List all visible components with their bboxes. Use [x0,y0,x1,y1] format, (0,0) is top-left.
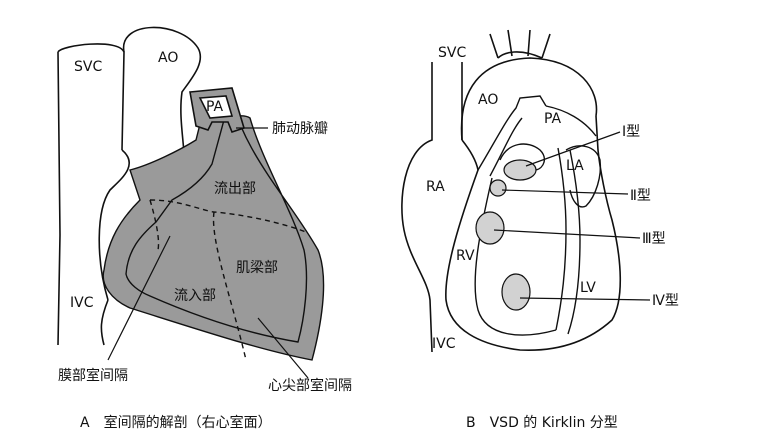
label-a-pa: PA [206,99,224,115]
panel-b-diagram [401,29,622,353]
aorta-vessel [123,26,202,169]
label-a-ivc: IVC [70,295,94,311]
label-a-outflow: 流出部 [214,181,256,197]
label-b-ra: RA [426,179,445,195]
caption-a: A 室间隔的解剖（右心室面） [80,414,272,431]
defect-type-4 [501,273,531,311]
label-type-3: Ⅲ型 [642,231,666,247]
label-b-svc: SVC [438,45,466,61]
caption-b: B VSD 的 Kirklin 分型 [466,415,618,431]
label-b-ivc: IVC [432,336,456,352]
label-a-ao: AO [158,50,178,66]
label-b-ao: AO [478,92,498,108]
label-type-1: Ⅰ型 [622,124,640,140]
region-dividers [149,199,307,361]
label-b-lv: LV [580,280,596,296]
label-type-2: Ⅱ型 [630,188,651,204]
panel-a-diagram [57,26,202,346]
defect-type-3 [475,211,505,245]
label-b-pa: PA [544,111,562,127]
defect-type-2 [489,179,507,197]
label-type-4: Ⅳ型 [652,293,679,309]
defect-type-1 [503,159,537,181]
panel-b-leaders [493,131,651,301]
label-a-inflow: 流入部 [174,288,216,304]
right-atrium-outline [98,149,130,301]
svc-ivc-vessel-b [401,62,463,353]
membranous-leader [107,235,171,361]
pulmonary-artery [189,87,245,133]
vsd-defects [475,159,537,311]
apical-leader [257,317,309,379]
heart-outline-b [445,115,622,352]
label-a-trabecular: 肌梁部 [236,260,278,276]
label-a-membranous-septum: 膜部室间隔 [58,367,128,384]
ivc-vessel [57,234,109,346]
label-a-svc: SVC [74,59,102,75]
label-a-apical-septum: 心尖部室间隔 [268,377,352,394]
label-b-la: LA [566,158,584,174]
panel-b-walls [474,95,602,336]
aortic-arch-b [460,29,598,141]
label-a-pulmonary-valve: 肺动脉瓣 [272,121,328,137]
label-b-rv: RV [456,248,475,264]
